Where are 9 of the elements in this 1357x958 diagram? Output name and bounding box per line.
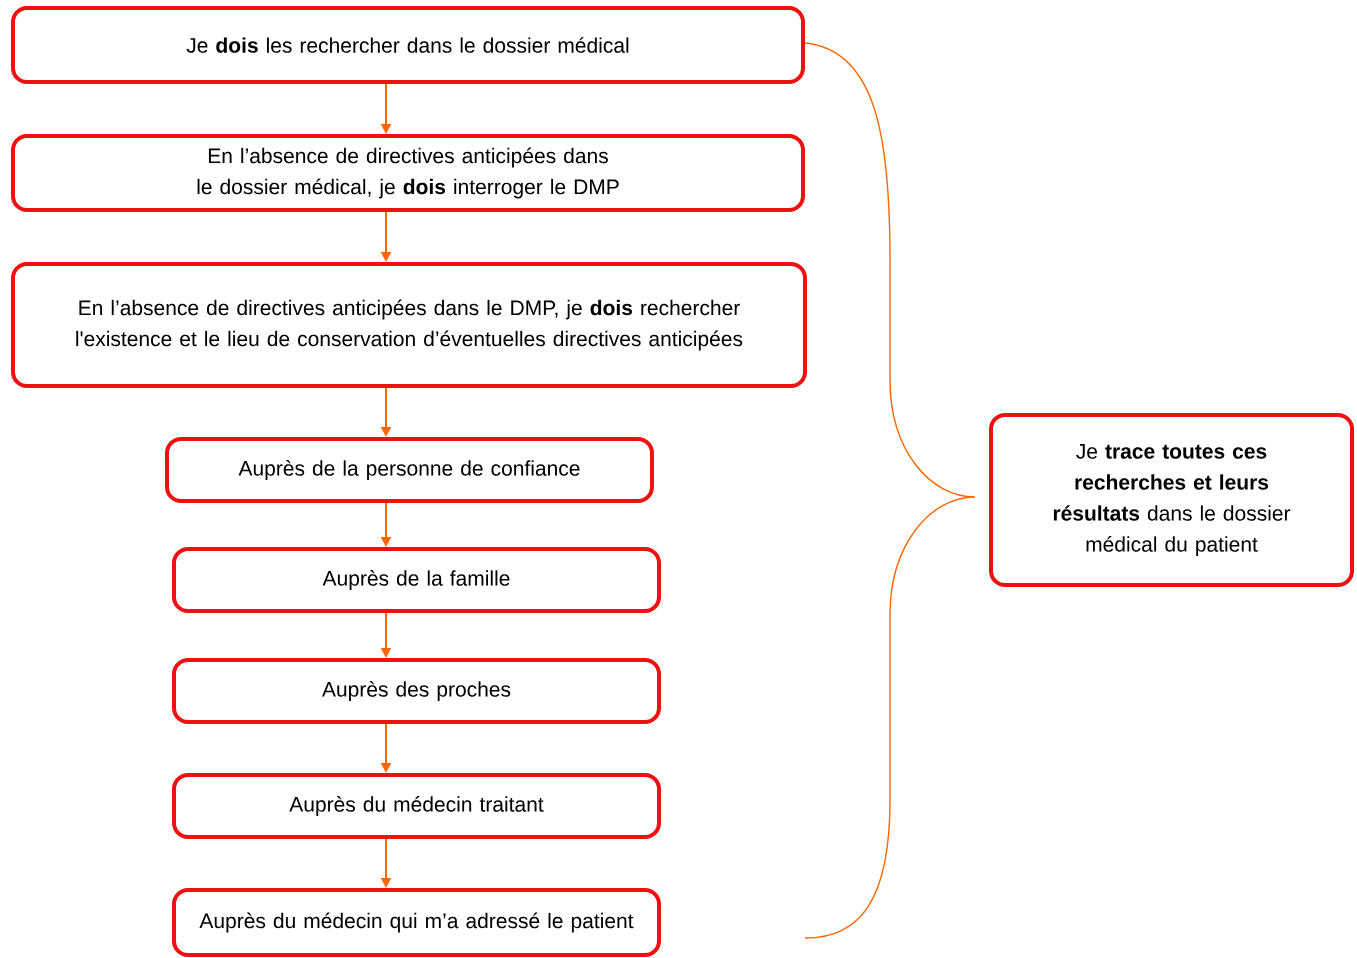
process-box: Auprès de la famille	[172, 547, 661, 613]
process-box: Auprès du médecin qui m’a adressé le patient	[172, 888, 661, 957]
process-box: En l’absence de directives anticipées dans le dossier médical, je dois interroger le DMP	[11, 134, 805, 212]
note-box: Je trace toutes ces recherches et leurs résultats dans le dossier médical du patient	[989, 413, 1354, 587]
process-box: En l’absence de directives anticipées dans le DMP, je dois rechercher l'existence et le lieu de conservation d’éventuelles directives anticipées	[11, 262, 807, 388]
process-box: Auprès de la personne de confiance	[165, 437, 654, 503]
process-box: Auprès du médecin traitant	[172, 773, 661, 839]
process-box: Auprès des proches	[172, 658, 661, 724]
process-box: Je dois les rechercher dans le dossier médical	[11, 6, 805, 84]
